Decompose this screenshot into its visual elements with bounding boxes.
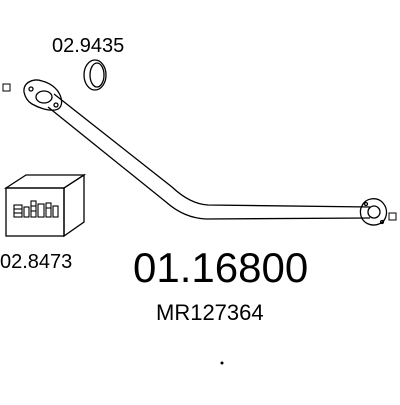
- exhaust-pipe: [47, 93, 371, 220]
- mounting-kit-box-icon: [3, 173, 87, 238]
- gasket-code-label: 02.9435: [52, 35, 124, 57]
- right-flange: [359, 198, 388, 226]
- mounting-kit-code-label: 02.8473: [0, 251, 72, 273]
- gasket-ring-icon: [83, 59, 107, 91]
- left-marker-icon: [2, 83, 11, 92]
- left-flange: [23, 79, 63, 111]
- stray-dot: [220, 361, 224, 365]
- main-part-number: 01.16800: [133, 244, 308, 291]
- right-marker-icon: [388, 212, 397, 221]
- oem-reference-number: MR127364: [156, 300, 264, 325]
